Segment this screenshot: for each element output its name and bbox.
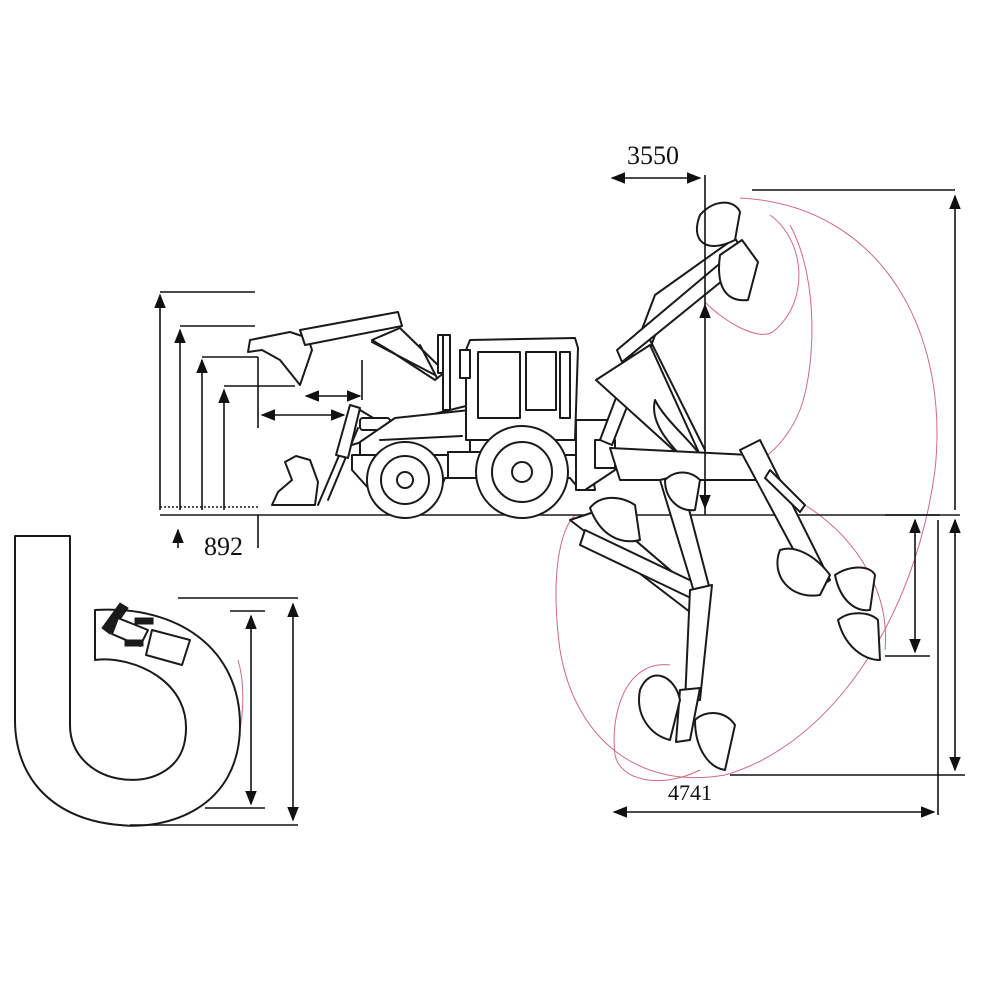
backhoe-reach-dimensions [610,172,965,818]
front-loader-arm-raised [247,311,446,386]
loader-height-dimensions [154,291,363,548]
backhoe-arm-extended [609,439,881,661]
backhoe-arm-lowered [569,471,736,771]
backhoe-arm-upper [595,201,759,466]
backhoe-loader-tractor [351,334,616,519]
reach-at-ground-label: 3550 [627,141,679,170]
max-reach-label: 4741 [668,780,712,805]
turning-radius-plan-view [14,535,299,827]
tractor-top-view [101,602,191,666]
dumping-clearance-label: 892 [204,532,243,561]
front-loader-arm-lowered [271,404,471,506]
